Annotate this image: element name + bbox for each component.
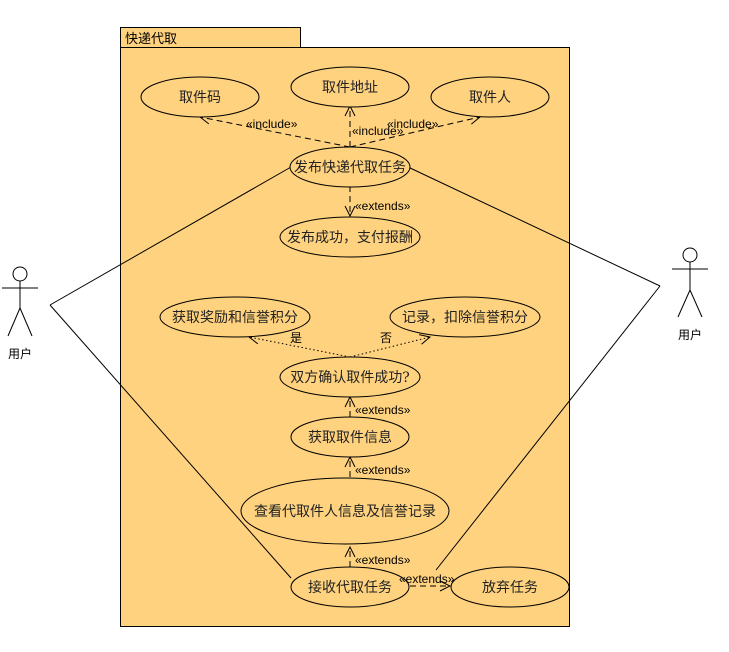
use-cases: 取件码 取件地址 取件人 发布快递代取任务 发布成功，支付报酬 获取奖励和信誉积… [140, 66, 570, 608]
usecase-record-deduct-label: 记录，扣除信誉积分 [402, 310, 528, 326]
actor-right-label: 用户 [678, 327, 702, 342]
actor-right[interactable] [672, 247, 708, 318]
usecase-publish-success[interactable]: 发布成功，支付报酬 [279, 216, 421, 258]
extends-label-confirm: «extends» [355, 403, 411, 417]
extends-label-getinfo: «extends» [355, 463, 411, 477]
usecase-publish-success-label: 发布成功，支付报酬 [287, 230, 413, 246]
usecase-pickup-code[interactable]: 取件码 [140, 76, 260, 118]
usecase-confirm-success-label: 双方确认取件成功? [290, 370, 410, 386]
usecase-pickup-address-label: 取件地址 [322, 80, 378, 96]
no-line [349, 337, 430, 358]
usecase-publish-task-label: 发布快递代取任务 [294, 160, 406, 176]
no-label: 否 [380, 331, 392, 345]
extends-label-abandon: «extends» [399, 572, 455, 586]
yes-line [249, 337, 351, 358]
actor-left-label: 用户 [8, 346, 32, 361]
usecase-pickup-person-label: 取件人 [469, 90, 511, 106]
actor-associations [49, 166, 661, 579]
assoc-right-accept [435, 285, 661, 571]
usecase-record-deduct[interactable]: 记录，扣除信誉积分 [389, 296, 541, 338]
yes-label: 是 [290, 331, 302, 345]
usecase-abandon-task[interactable]: 放弃任务 [450, 566, 570, 608]
include-label-center: «include» [352, 124, 404, 138]
usecase-abandon-task-label: 放弃任务 [482, 580, 538, 596]
dependencies [200, 106, 480, 586]
assoc-left-publish [49, 166, 292, 306]
actor-right-head [682, 247, 698, 263]
assoc-right-publish [407, 166, 661, 287]
usecase-pickup-address[interactable]: 取件地址 [290, 66, 410, 108]
usecase-get-rewards[interactable]: 获取奖励和信誉积分 [159, 296, 311, 338]
usecase-get-pickup-info-label: 获取取件信息 [308, 429, 392, 446]
usecase-pickup-code-label: 取件码 [179, 90, 221, 106]
assoc-left-accept [49, 304, 292, 579]
usecase-view-agent-info[interactable]: 查看代取件人信息及信誉记录 [240, 477, 450, 545]
include-label-left: «include» [246, 117, 298, 131]
relation-labels: «include» «include» «include» «extends» … [246, 117, 455, 586]
usecase-accept-task[interactable]: 接收代取任务 [290, 566, 410, 608]
include-label-right: «include» [387, 117, 439, 131]
usecase-get-rewards-label: 获取奖励和信誉积分 [172, 309, 298, 326]
package-title: 快递代取 [125, 32, 177, 47]
usecase-view-agent-info-label: 查看代取件人信息及信誉记录 [254, 503, 436, 520]
usecase-confirm-success[interactable]: 双方确认取件成功? [279, 356, 421, 398]
usecase-get-pickup-info[interactable]: 获取取件信息 [290, 416, 410, 458]
extends-label-publish: «extends» [355, 199, 411, 213]
actor-left-head [12, 266, 28, 282]
usecase-pickup-person[interactable]: 取件人 [430, 76, 550, 118]
include-pickup-person-line [349, 117, 480, 148]
usecase-publish-task[interactable]: 发布快递代取任务 [289, 146, 411, 188]
include-pickup-code-line [200, 117, 351, 148]
extends-label-viewinfo: «extends» [355, 553, 411, 567]
usecase-accept-task-label: 接收代取任务 [308, 579, 392, 596]
actor-left[interactable] [2, 266, 38, 337]
